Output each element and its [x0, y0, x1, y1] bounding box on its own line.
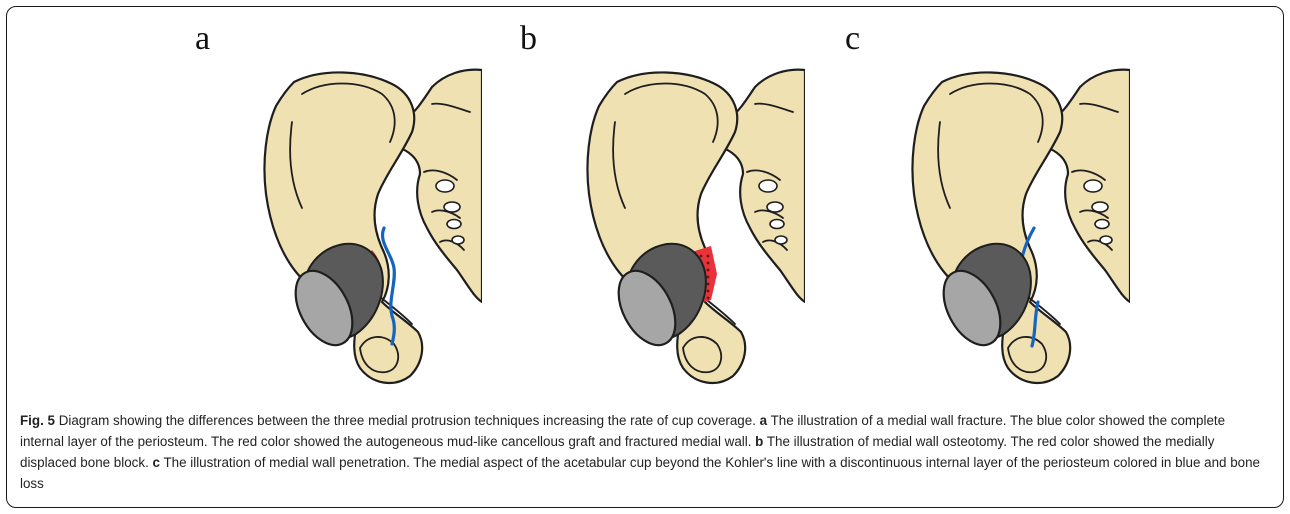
graft-texture-dot: [707, 255, 710, 258]
graft-texture-dot: [707, 283, 710, 286]
caption-label-a: a: [760, 413, 767, 428]
pelvis-illustration-a: [242, 62, 482, 392]
graft-texture-dot: [707, 276, 710, 279]
graft-texture-dot: [707, 262, 710, 265]
panel-label-a: a: [195, 22, 210, 56]
caption-intro: Diagram showing the differences between …: [55, 413, 760, 428]
caption-text-c: The illustration of medial wall penetrat…: [20, 455, 1260, 491]
graft-texture-dot: [700, 255, 703, 258]
figure-caption: Fig. 5 Diagram showing the differences b…: [20, 410, 1265, 494]
caption-figure-label: Fig. 5: [20, 413, 55, 428]
graft-texture-dot: [707, 269, 710, 272]
graft-texture-dot: [707, 290, 710, 293]
caption-label-c: c: [153, 455, 160, 470]
panel-label-b: b: [520, 22, 537, 56]
graft-texture-dot: [707, 297, 710, 300]
pelvis-illustration-c: [890, 62, 1130, 392]
pelvis-illustration-b: [565, 62, 805, 392]
panel-label-c: c: [845, 22, 860, 56]
